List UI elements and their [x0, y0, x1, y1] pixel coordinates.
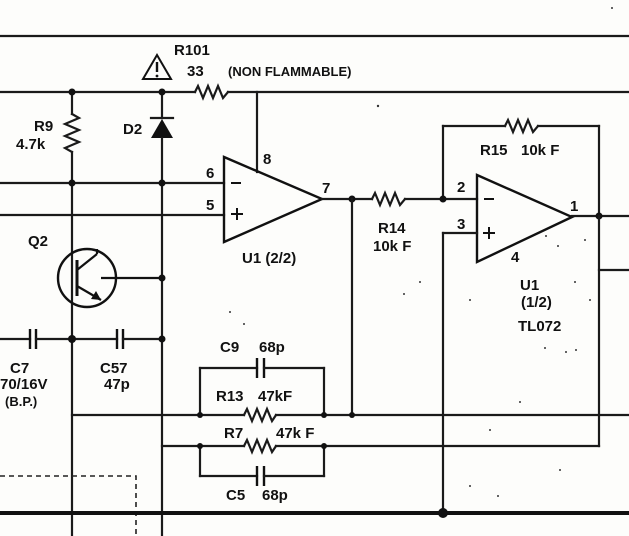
c5-value-label: 68p: [262, 487, 288, 504]
pin2-label: 2: [457, 179, 465, 196]
r101-note-label: (NON FLAMMABLE): [228, 64, 351, 79]
pin1-label: 1: [570, 198, 578, 215]
c5-capacitor: [198, 444, 326, 486]
r101-resistor: [193, 83, 230, 101]
r9-resistor: [62, 90, 82, 536]
junction-r9-input: [68, 179, 76, 187]
junction-c9-left: [197, 412, 203, 418]
r15-value-label: 10k F: [521, 142, 559, 159]
u1b-opamp: [475, 173, 575, 264]
pin5-label: 5: [206, 197, 214, 214]
c9-capacitor: [198, 358, 326, 417]
r9-ref-label: R9: [34, 118, 53, 135]
r15-ref-label: R15: [480, 142, 508, 159]
r13-ref-label: R13: [216, 388, 244, 405]
junction-r13-output: [349, 412, 355, 418]
d2-ref-label: D2: [123, 121, 142, 138]
junction-q2-d2: [158, 274, 166, 282]
junction-c7-c57: [68, 335, 76, 343]
r9-value-label: 4.7k: [16, 136, 46, 153]
r14-ref-label: R14: [378, 220, 406, 237]
c57-ref-label: C57: [100, 360, 128, 377]
u1b-ref-label: U1: [520, 277, 539, 294]
c7-value-label: 70/16V: [0, 376, 48, 393]
r7-ref-label: R7: [224, 425, 243, 442]
r101-value-label: 33: [187, 63, 204, 80]
junction-r15-input: [439, 195, 447, 203]
warning-triangle-icon: [141, 53, 173, 80]
junction-r9-top: [68, 88, 76, 96]
r14-resistor: [370, 190, 407, 208]
r14-value-label: 10k F: [373, 238, 411, 255]
junction-c5-left: [197, 443, 203, 449]
u1a-opamp: [222, 155, 326, 244]
d2-diode: [149, 90, 175, 536]
junction-c5-right: [321, 443, 327, 449]
pin4-label: 4: [511, 249, 520, 266]
junction-c57-d2: [158, 335, 166, 343]
u1b-type-label: TL072: [518, 318, 561, 335]
junction-d2-top: [158, 88, 166, 96]
c57-value-label: 47p: [104, 376, 130, 393]
c9-value-label: 68p: [259, 339, 285, 356]
c57-capacitor: [70, 329, 164, 349]
r15-feedback: [441, 117, 601, 218]
c7-note-label: (B.P.): [5, 394, 37, 409]
pin6-label: 6: [206, 165, 214, 182]
c7-ref-label: C7: [10, 360, 29, 377]
q2-transistor: [56, 247, 162, 309]
pin3-label: 3: [457, 216, 465, 233]
junction-d2-input: [158, 179, 166, 187]
u1b-part-label: (1/2): [521, 294, 552, 311]
pin7-label: 7: [322, 180, 330, 197]
q2-ref-label: Q2: [28, 233, 48, 250]
r13-value-label: 47kF: [258, 388, 292, 405]
r7-value-label: 47k F: [276, 425, 314, 442]
r101-ref-label: R101: [174, 42, 210, 59]
dashed-boundary: [0, 475, 137, 536]
r13-line: [70, 406, 629, 424]
c7-capacitor: [0, 329, 74, 349]
junction-bottom-rail: [438, 508, 448, 518]
junction-c9-right: [321, 412, 327, 418]
u1a-ref-label: U1 (2/2): [242, 250, 296, 267]
c5-ref-label: C5: [226, 487, 245, 504]
scan-noise: [229, 7, 613, 497]
pin8-label: 8: [263, 151, 271, 168]
c9-ref-label: C9: [220, 339, 239, 356]
